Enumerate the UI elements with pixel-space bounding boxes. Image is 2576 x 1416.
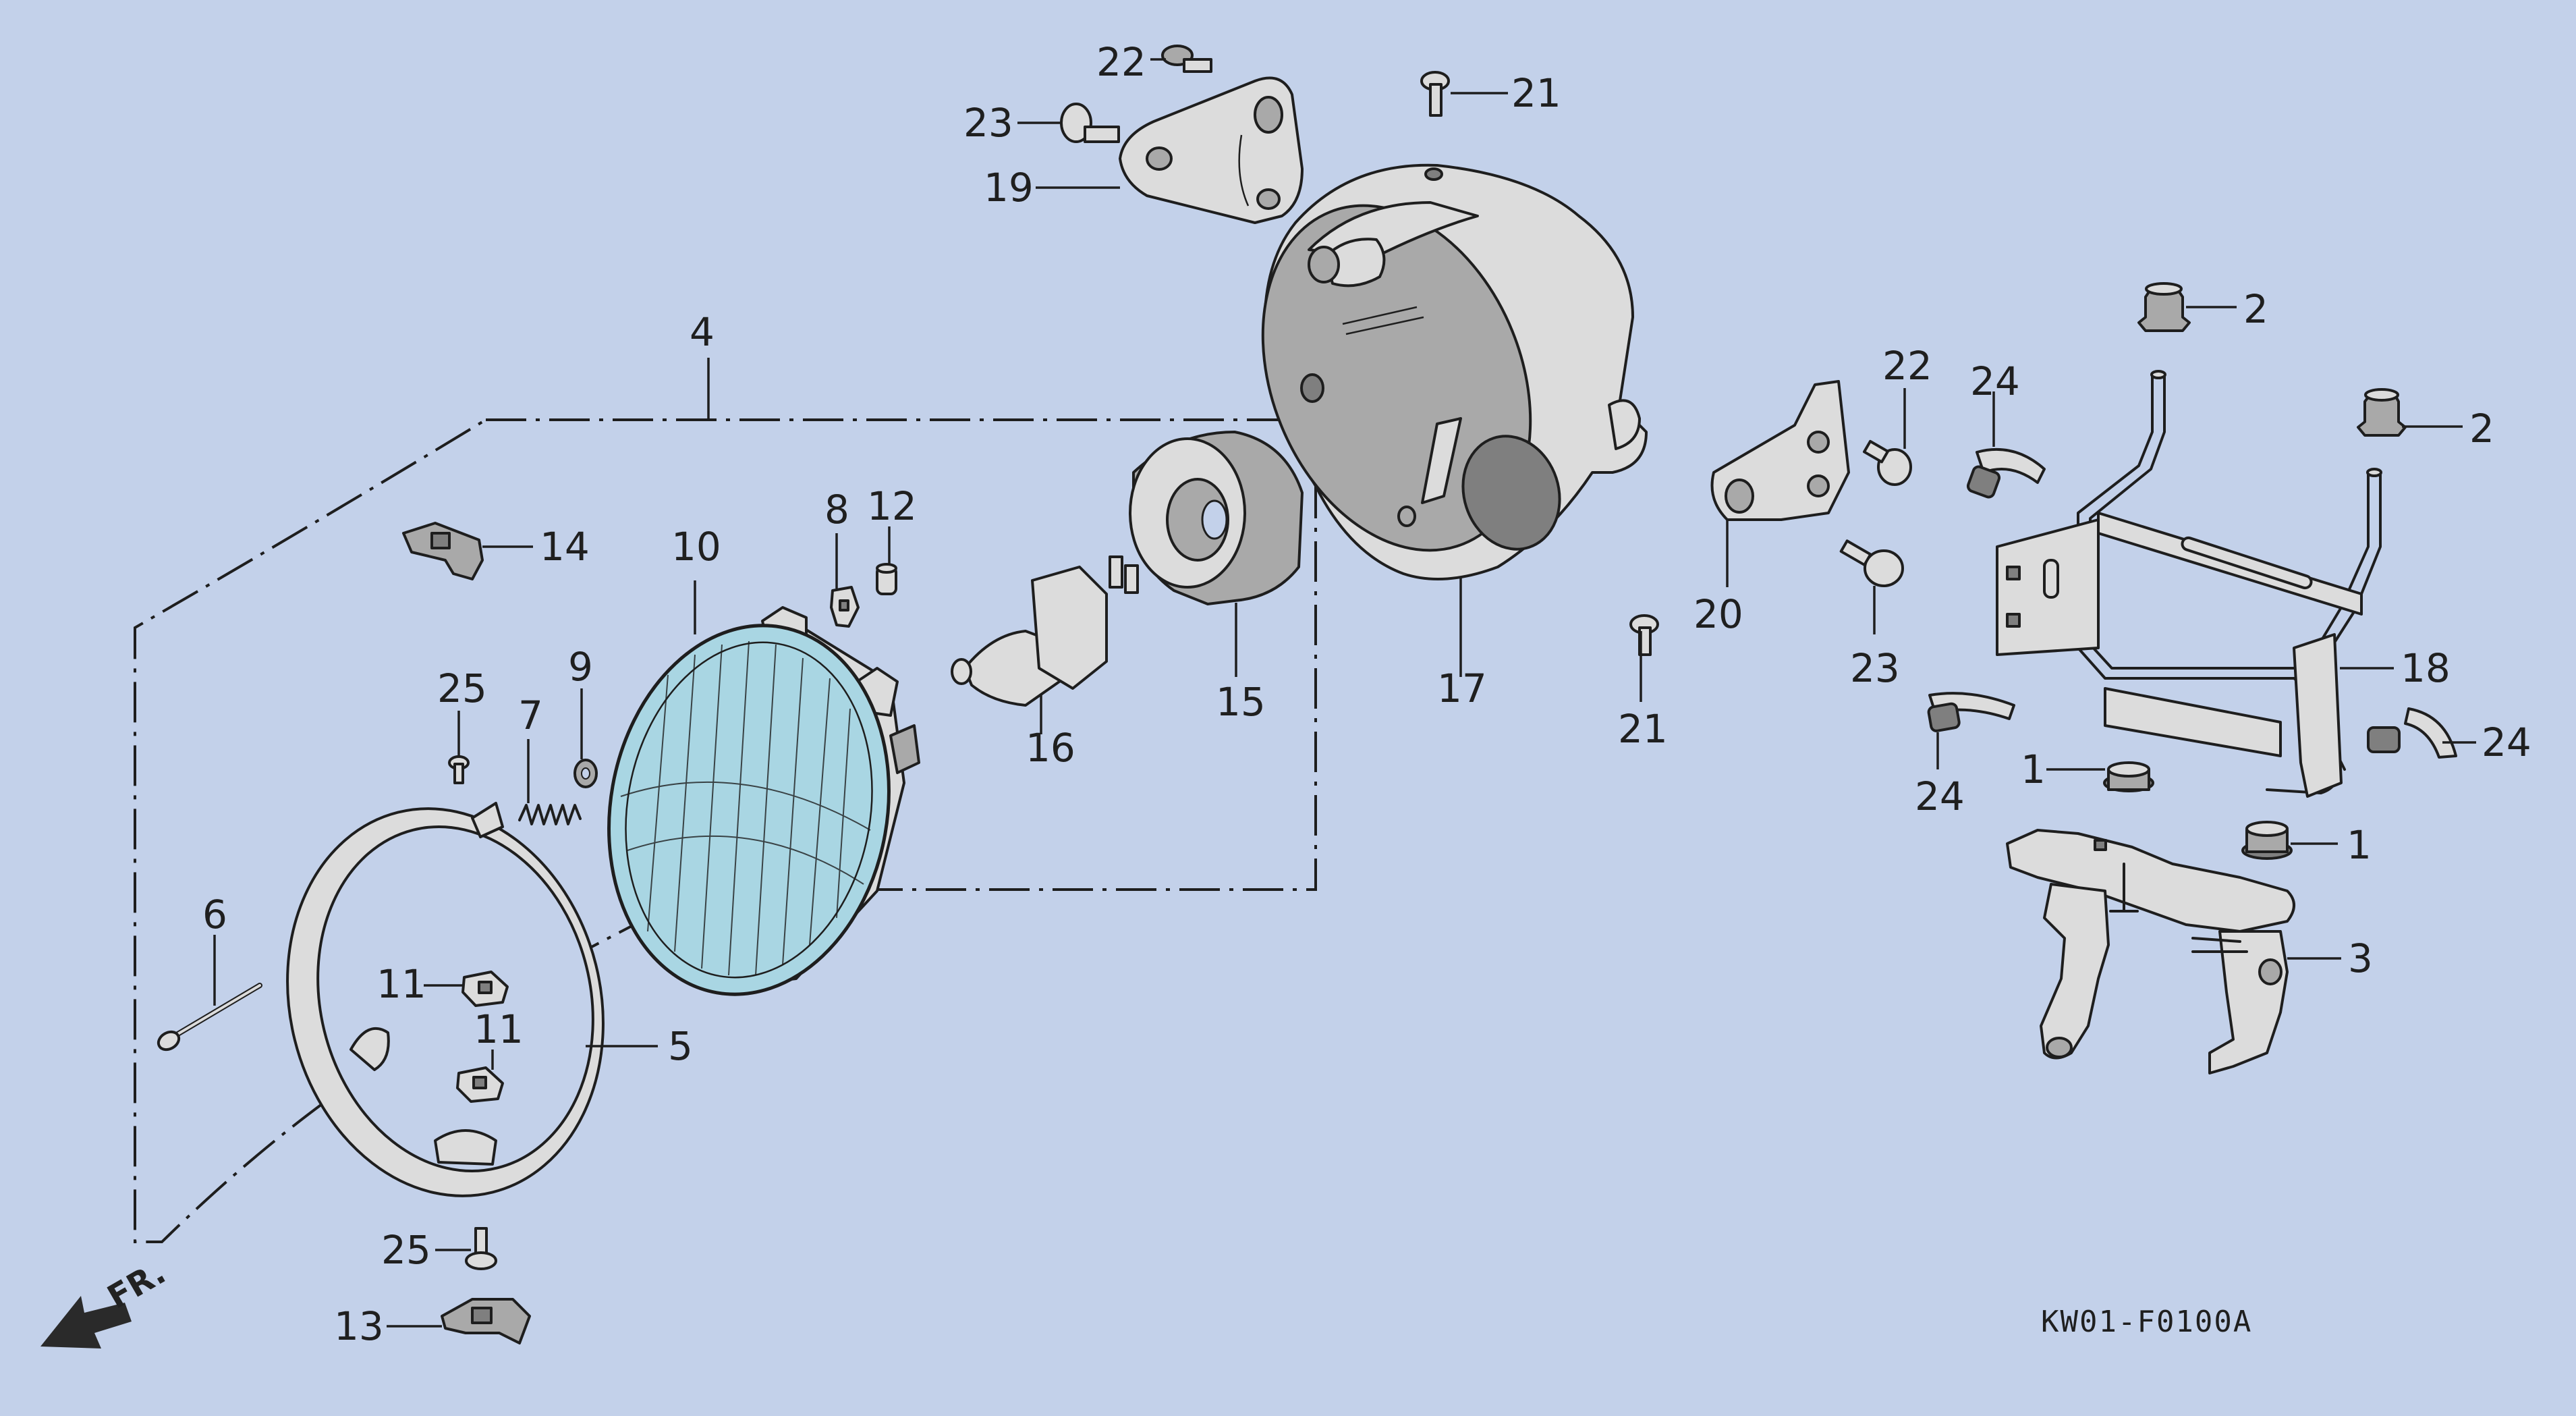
callout-20: 20 <box>1693 591 1743 637</box>
callout-8: 8 <box>824 487 849 533</box>
callout-24-left: 24 <box>1915 773 1965 819</box>
bolt-part-22-lower <box>1863 439 1912 486</box>
callout-2-lower: 2 <box>2469 406 2494 452</box>
washer-part-9 <box>573 759 598 788</box>
nut-clip-part-13 <box>441 1298 531 1344</box>
screw-part-25-lower <box>465 1227 497 1270</box>
callout-18: 18 <box>2401 645 2451 691</box>
callout-21-upper: 21 <box>1511 70 1561 116</box>
wire-band-part-24-right <box>2367 707 2457 759</box>
lower-bracket-part-3 <box>2006 829 2295 1074</box>
clip-part-11-upper <box>461 971 509 1007</box>
screw-part-25-upper <box>448 755 470 784</box>
callout-10: 10 <box>671 524 721 570</box>
callout-25-lower: 25 <box>381 1227 431 1273</box>
grommet-part-1-left <box>2103 761 2154 792</box>
drawing-code: KW01-F0100A <box>2041 1305 2252 1339</box>
callout-17: 17 <box>1437 665 1487 711</box>
headlight-lens-unit-part-10 <box>607 606 920 996</box>
callout-3: 3 <box>2348 935 2373 981</box>
callout-11-upper: 11 <box>376 961 426 1007</box>
callout-4: 4 <box>690 309 715 355</box>
callout-9: 9 <box>568 644 593 690</box>
callout-1-left: 1 <box>2021 746 2046 792</box>
nut-clip-part-14 <box>402 522 484 580</box>
callout-13: 13 <box>334 1303 384 1349</box>
rubber-part-2-upper <box>2137 282 2191 332</box>
dust-cover-part-15 <box>1129 431 1304 605</box>
callout-12: 12 <box>867 483 917 529</box>
bolt-part-22-upper <box>1161 45 1212 73</box>
screw-part-21-lower <box>1629 614 1659 656</box>
callout-22-upper: 22 <box>1096 39 1146 85</box>
callout-24-upper: 24 <box>1970 358 2020 404</box>
callout-25-upper: 25 <box>437 665 487 711</box>
wire-band-part-24-left <box>1927 692 2015 732</box>
callout-1-right: 1 <box>2347 822 2372 868</box>
clip-part-11-lower <box>456 1066 504 1103</box>
headlight-stay-frame-part-18 <box>1996 370 2382 798</box>
adjusting-screw-part-6 <box>157 983 262 1052</box>
front-direction-arrow: FR. <box>40 1253 172 1349</box>
grommet-part-1-right <box>2241 821 2293 860</box>
clip-part-8 <box>830 586 860 628</box>
callout-11-lower: 11 <box>474 1006 524 1052</box>
callout-23-upper: 23 <box>963 100 1013 146</box>
collar-part-12 <box>876 563 897 595</box>
headlight-case-part-17 <box>1261 163 1648 580</box>
callout-21-lower: 21 <box>1618 706 1668 752</box>
callout-23-lower: 23 <box>1850 645 1900 691</box>
headlight-rim-part-5 <box>286 802 605 1197</box>
callout-19: 19 <box>984 165 1034 211</box>
callout-15: 15 <box>1216 679 1266 725</box>
bolt-part-23-lower <box>1839 539 1904 587</box>
screw-part-21-upper <box>1420 71 1450 117</box>
spring-part-7 <box>518 804 582 825</box>
callout-7: 7 <box>518 692 543 738</box>
callout-2-upper: 2 <box>2243 286 2268 332</box>
bolt-part-23-upper <box>1060 103 1120 143</box>
wire-band-part-24-upper <box>1966 447 2046 499</box>
bulb-part-16 <box>951 555 1139 707</box>
callout-16: 16 <box>1026 725 1075 771</box>
callout-24-right: 24 <box>2482 719 2531 765</box>
stay-bracket-part-19 <box>1119 76 1304 224</box>
stay-bracket-part-20 <box>1710 380 1850 521</box>
rubber-part-2-lower <box>2357 388 2407 437</box>
callout-5: 5 <box>668 1023 693 1069</box>
callout-6: 6 <box>202 892 227 937</box>
callout-22-lower: 22 <box>1882 343 1932 389</box>
callout-14: 14 <box>540 524 590 570</box>
